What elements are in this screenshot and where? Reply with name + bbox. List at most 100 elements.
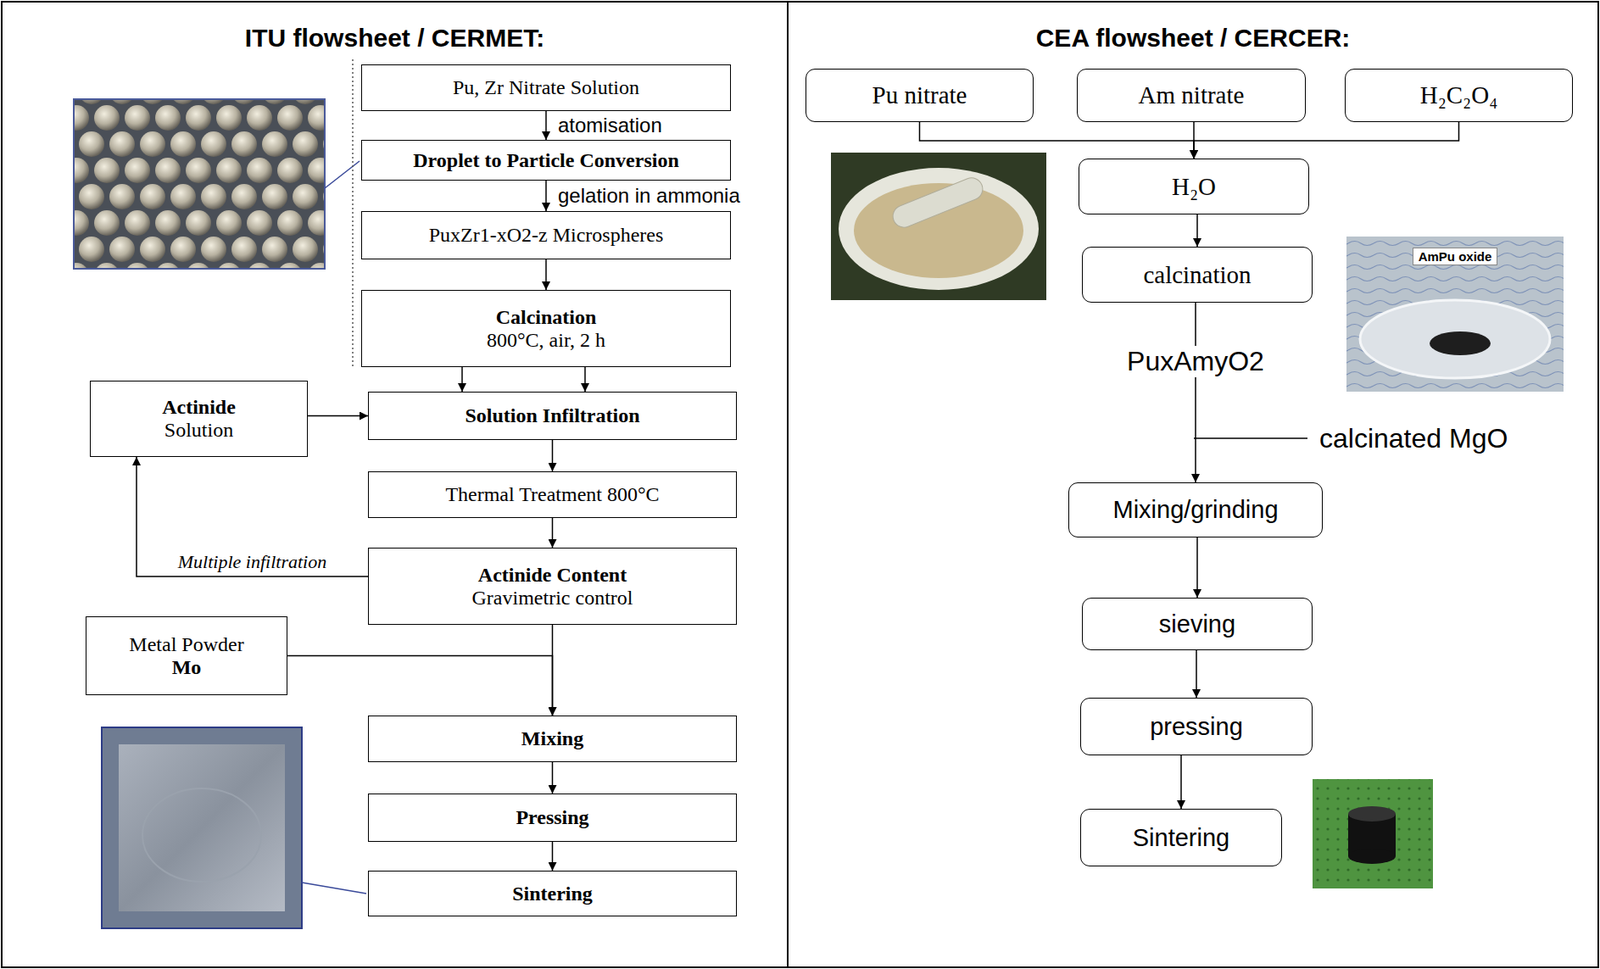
edge-label: gelation in ammonia [554, 183, 744, 208]
process-box: Actinide ContentGravimetric control [367, 547, 737, 625]
box-text: Mixing [521, 727, 584, 751]
process-box: Calcination800°C, air, 2 h [361, 289, 731, 368]
box-text: Actinide [161, 395, 236, 419]
leader-line [324, 161, 360, 189]
flow-arrow [551, 440, 554, 472]
process-box: Pu, Zr Nitrate Solution [361, 64, 731, 112]
rounded-step-box: H₂C₂O₄ [1344, 68, 1573, 123]
flow-arrow [551, 518, 554, 548]
box-text: H₂O [1171, 172, 1216, 201]
pellet-face [118, 744, 285, 912]
photo-frame [73, 99, 325, 269]
process-box: Metal PowderMo [85, 616, 288, 696]
dish [1360, 300, 1550, 379]
pellet-base [1348, 848, 1396, 865]
flow-arrow [1196, 214, 1199, 247]
rounded-step-box: Mixing/grinding [1068, 482, 1323, 538]
box-text: Pressing [515, 806, 589, 830]
flow-arrow [1194, 302, 1197, 483]
rounded-step-box: H₂O [1078, 158, 1310, 215]
rounded-step-box: Sintering [1080, 808, 1283, 867]
flow-arrow [1196, 537, 1199, 598]
box-text: PuxZr1-xO2-z Microspheres [429, 223, 664, 247]
box-text: pressing [1149, 713, 1244, 742]
box-text: Calcination [496, 306, 597, 329]
box-text: 800°C, air, 2 h [486, 328, 606, 352]
photo-frame [101, 727, 302, 929]
process-box: PuxZr1-xO2-z Microspheres [361, 211, 731, 260]
flow-arrow [461, 367, 463, 392]
feed-label: calcinated MgO [1315, 423, 1511, 455]
powder-dish-photo [830, 152, 1047, 301]
flow-arrow [551, 762, 554, 794]
flow-arrow [307, 415, 368, 418]
panel: CEA flowsheet / CERCER: Pu nitrate Am nitr… [788, 0, 1600, 969]
process-box: Mixing [367, 715, 737, 763]
box-text: Mo [172, 656, 202, 680]
oxide-powder [1429, 331, 1491, 356]
edge-label: Multiple infiltration [174, 551, 330, 574]
flow-arrow [287, 656, 553, 717]
box-text: Solution Infiltration [464, 404, 640, 428]
process-box: ActinideSolution [89, 380, 308, 458]
process-box: Pressing [367, 793, 737, 842]
box-text: calcination [1142, 261, 1251, 290]
flow-arrow [919, 122, 1195, 159]
box-text: H₂C₂O₄ [1420, 81, 1499, 110]
pestle [889, 174, 987, 231]
box-text: Pu nitrate [872, 81, 968, 110]
leader-line [301, 882, 367, 894]
process-box: Solution Infiltration [367, 391, 737, 441]
panel-heading: CEA flowsheet / CERCER: [788, 23, 1598, 53]
flow-arrow [545, 259, 547, 290]
flow-arrow [551, 841, 554, 871]
pellet-texture [142, 788, 262, 882]
dotted-separator [351, 59, 354, 368]
dish [838, 167, 1039, 290]
rounded-step-box: calcination [1081, 246, 1313, 303]
rounded-step-box: pressing [1080, 697, 1313, 756]
box-text: Metal Powder [128, 633, 244, 657]
flow-arrow [584, 367, 586, 392]
flow-arrow [1195, 650, 1198, 698]
connectors [136, 111, 1460, 871]
process-box: Droplet to Particle Conversion [361, 139, 731, 181]
box-text: Sintering [1132, 824, 1230, 853]
box-text: Actinide Content [478, 563, 627, 587]
feed-line [1193, 437, 1308, 440]
rounded-step-box: Am nitrate [1076, 68, 1306, 123]
microspheres-photo [73, 99, 325, 269]
box-text: sieving [1159, 610, 1236, 639]
box-text: Pu, Zr Nitrate Solution [452, 76, 640, 100]
process-box: Sintering [367, 870, 737, 917]
panel-heading: ITU flowsheet / CERMET: [2, 23, 787, 53]
flow-arrow [545, 180, 547, 212]
pellet-top [1348, 806, 1396, 822]
panel: ITU flowsheet / CERMET: Pu, Zr Nitrate So… [0, 0, 789, 969]
rounded-step-box: Pu nitrate [805, 68, 1034, 123]
cercer-pellet-photo [1312, 779, 1433, 889]
photo-caption: AmPu oxide [1412, 247, 1499, 266]
box-text: Gravimetric control [472, 586, 634, 610]
box-text: Droplet to Particle Conversion [412, 149, 680, 173]
cermet-pellet-photo [101, 727, 302, 929]
box-text: Solution [164, 418, 234, 442]
flow-arrow [1193, 122, 1460, 159]
flow-arrow [136, 457, 368, 577]
box-text: Sintering [512, 882, 593, 906]
ampu-oxide-photo [1346, 236, 1564, 392]
flow-arrow [545, 111, 547, 140]
photo-frame [830, 152, 1047, 301]
flow-arrow [1180, 755, 1182, 809]
rounded-step-box: sieving [1081, 597, 1313, 651]
photo-frame [1346, 236, 1564, 392]
edge-label: PuxAmyO2 [1123, 345, 1268, 378]
box-text: Mixing/grinding [1112, 496, 1278, 525]
box-text: Thermal Treatment 800°C [445, 483, 659, 507]
process-box: Thermal Treatment 800°C [367, 471, 737, 519]
box-text: Am nitrate [1138, 81, 1245, 110]
